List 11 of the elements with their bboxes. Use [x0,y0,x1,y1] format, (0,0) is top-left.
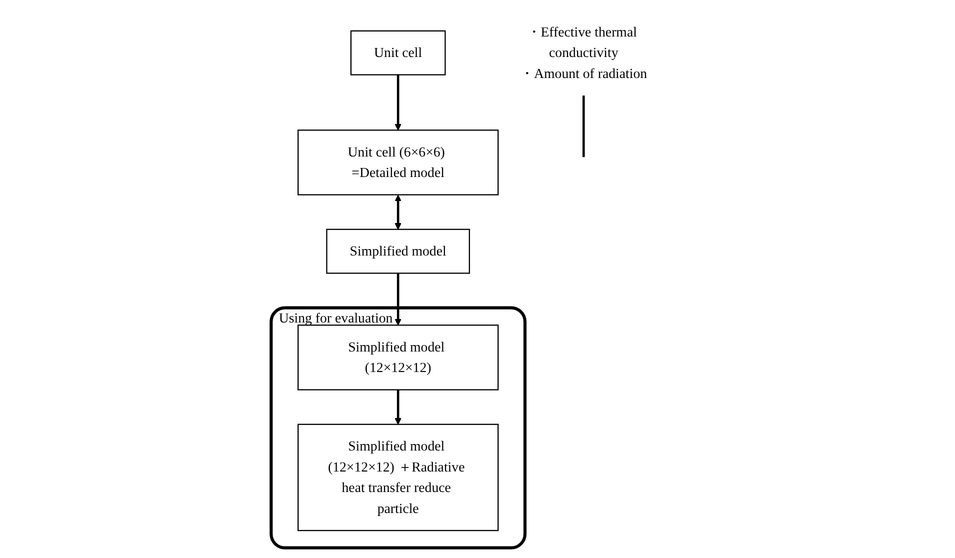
arrow [394,74,402,130]
node-box: Unit cell (6×6×6) =Detailed model [298,130,499,196]
node-box: Simplified model (12×12×12) ＋Radiative heat transfer reduce particle [298,424,499,532]
node-box: Simplified model [326,228,470,274]
connector [582,96,585,158]
node-box: Unit cell [350,30,446,76]
arrow [394,273,402,326]
node-text: ・Effective thermal conductivity ・Amount of radiation [520,24,648,81]
node-box: Simplified model (12×12×12) [298,324,499,390]
arrow [394,390,402,425]
arrow [394,194,402,230]
